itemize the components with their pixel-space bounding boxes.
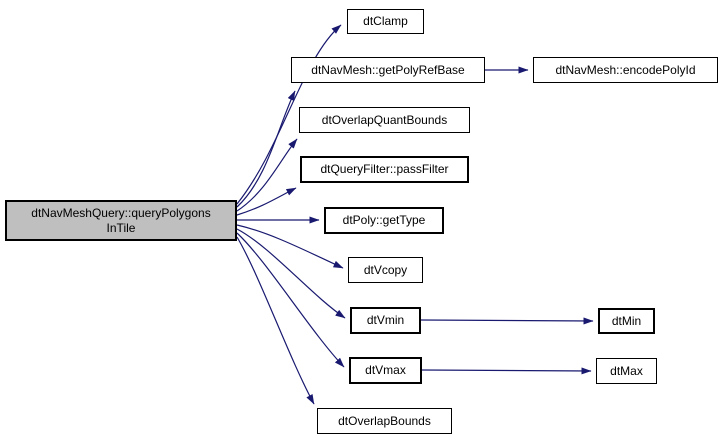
node-getPolyRefBase[interactable]: dtNavMesh::getPolyRefBase <box>291 57 485 83</box>
node-label: dtVcopy <box>363 262 408 277</box>
node-label: dtOverlapBounds <box>338 413 431 428</box>
node-label-line1: dtNavMeshQuery::queryPolygons <box>31 205 211 220</box>
node-getType[interactable]: dtPoly::getType <box>324 207 444 234</box>
edge-main-to-dtVcopy <box>236 224 344 269</box>
node-dtMax[interactable]: dtMax <box>596 358 657 384</box>
node-dtVmax[interactable]: dtVmax <box>349 357 422 384</box>
node-dtVcopy[interactable]: dtVcopy <box>348 257 423 283</box>
node-dtOverlapQuantBounds[interactable]: dtOverlapQuantBounds <box>299 107 470 133</box>
edge-main-to-getPolyRefBase <box>236 90 296 208</box>
node-label: dtClamp <box>363 14 408 28</box>
edge-main-to-dtClamp <box>236 24 342 205</box>
edge-main-to-dtOverlapQuantBounds <box>236 138 298 212</box>
node-dtMin[interactable]: dtMin <box>598 308 655 334</box>
node-label: dtMin <box>611 313 642 328</box>
node-label: dtQueryFilter::passFilter <box>320 162 449 176</box>
node-label: dtNavMesh::encodePolyId <box>555 62 696 77</box>
node-label-line2: InTile <box>106 220 136 235</box>
node-label: dtOverlapQuantBounds <box>321 112 448 127</box>
node-label: dtVmin <box>366 313 405 327</box>
node-dtClamp[interactable]: dtClamp <box>347 9 424 34</box>
edge-main-to-dtVmin <box>236 228 346 319</box>
node-label: dtVmax <box>365 363 406 377</box>
edge-main-to-dtOverlapBounds <box>236 236 315 405</box>
edge-dtVmin-to-dtMin <box>420 317 594 325</box>
node-label: dtNavMesh::getPolyRefBase <box>311 62 465 77</box>
edge-main-to-dtVmax <box>236 232 345 368</box>
edge-dtVmax-to-dtMax <box>421 367 592 375</box>
node-label: dtPoly::getType <box>342 213 426 227</box>
node-passFilter[interactable]: dtQueryFilter::passFilter <box>300 156 469 183</box>
node-queryPolygonsInTile: dtNavMeshQuery::queryPolygons InTile <box>5 200 237 241</box>
node-dtVmin[interactable]: dtVmin <box>350 307 421 334</box>
node-label: dtMax <box>610 363 643 378</box>
node-dtOverlapBounds[interactable]: dtOverlapBounds <box>317 408 452 434</box>
node-encodePolyId[interactable]: dtNavMesh::encodePolyId <box>533 57 718 83</box>
edge-main-to-passFilter <box>236 187 297 216</box>
